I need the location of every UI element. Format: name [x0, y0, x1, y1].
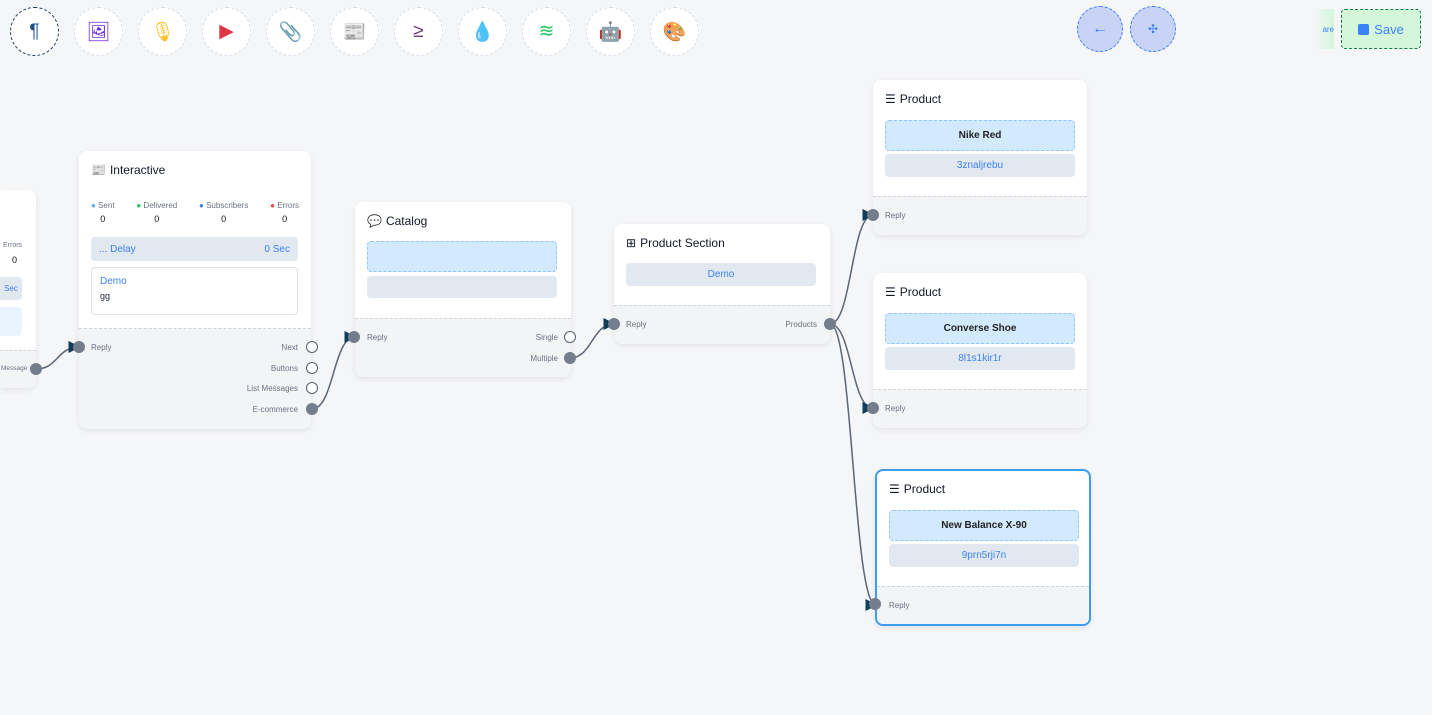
toolbar-button-paragraph[interactable]: ¶ — [10, 7, 59, 56]
hidden-button[interactable]: are — [1312, 9, 1334, 49]
palette-icon: 🎨 — [662, 21, 687, 43]
table-icon: ⊞ — [626, 236, 637, 250]
product-node[interactable]: ☰Product Nike Red 3znaljrebu Reply — [873, 80, 1087, 235]
catalog-item[interactable] — [367, 241, 557, 272]
edge — [829, 323, 878, 611]
toolbar-button-microphone[interactable]: 🎙 — [138, 7, 187, 56]
section-item[interactable]: Demo — [626, 263, 816, 286]
edge — [35, 341, 81, 370]
arrow-left-icon: ← — [1092, 20, 1108, 37]
output-handle[interactable] — [30, 363, 42, 375]
input-handle[interactable] — [348, 331, 360, 343]
toolbar-button-greater-equal[interactable]: ≥ — [394, 7, 443, 56]
output-handle-list-messages[interactable] — [306, 382, 318, 394]
microphone-icon: 🎙 — [150, 21, 175, 43]
youtube-icon: ▶ — [219, 21, 234, 42]
edge — [569, 318, 616, 359]
output-handle-next[interactable] — [306, 341, 318, 353]
collapse-button[interactable]: ✣ — [1130, 6, 1176, 52]
delay-bar[interactable]: Sec — [0, 277, 22, 300]
compress-icon: ✣ — [1147, 22, 1159, 36]
edge — [311, 331, 357, 410]
toolbar-button-robot[interactable]: 🤖 — [586, 7, 635, 56]
product-code[interactable]: 8l1s1kir1r — [885, 347, 1075, 370]
output-handle-single[interactable] — [564, 331, 576, 343]
toolbar-button-palette[interactable]: 🎨 — [650, 7, 699, 56]
partial-node[interactable]: Errors 0 Sec Message — [0, 190, 36, 388]
output-handle-multiple[interactable] — [564, 352, 576, 364]
product-node[interactable]: ☰Product New Balance X-90 9prn5rji7n Rep… — [875, 469, 1091, 626]
output-handle-buttons[interactable] — [306, 361, 318, 374]
newspaper-icon: 📰 — [91, 163, 106, 177]
toolbar-button-stack[interactable]: ≋ — [522, 7, 571, 56]
stack-icon: ≋ — [538, 21, 555, 42]
toolbar-button-paperclip[interactable]: 📎 — [266, 7, 315, 56]
output-handle-products[interactable] — [824, 318, 836, 330]
edge — [829, 323, 875, 414]
stat-icon: ● — [270, 201, 275, 210]
input-handle[interactable] — [867, 209, 879, 221]
input-handle[interactable] — [73, 341, 85, 353]
stat-icon: ● — [91, 201, 96, 210]
product-code[interactable]: 3znaljrebu — [885, 154, 1075, 177]
bars-icon: ☰ — [885, 285, 896, 299]
paperclip-icon: 📎 — [278, 21, 303, 43]
product-section-node[interactable]: ⊞Product Section Demo Reply Products — [614, 224, 830, 344]
stat-icon: ● — [136, 201, 142, 210]
paragraph-icon: ¶ — [29, 20, 40, 42]
catalog-code[interactable] — [367, 276, 557, 298]
toolbar-button-youtube[interactable]: ▶ — [202, 7, 251, 56]
image-icon: 🖼 — [86, 21, 111, 43]
toolbar-button-image[interactable]: 🖼 — [74, 7, 123, 56]
stat-icon: ● — [199, 201, 204, 210]
input-handle[interactable] — [608, 318, 620, 330]
product-name[interactable]: New Balance X-90 — [889, 510, 1079, 541]
greater-equal-icon: ≥ — [413, 20, 424, 42]
floppy-disk-icon — [1358, 23, 1370, 35]
product-code[interactable]: 9prn5rji7n — [889, 544, 1079, 567]
back-button[interactable]: ← — [1077, 6, 1123, 52]
bars-icon: ☰ — [885, 92, 896, 106]
comment-icon: 💬 — [367, 214, 382, 228]
toolbar-button-droplet[interactable]: 💧 — [458, 7, 507, 56]
product-node[interactable]: ☰Product Converse Shoe 8l1s1kir1r Reply — [873, 273, 1087, 428]
product-name[interactable]: Converse Shoe — [885, 313, 1075, 344]
edge — [829, 209, 875, 325]
toolbar-button-newspaper[interactable]: 📰 — [330, 7, 379, 56]
save-button[interactable]: Save — [1341, 9, 1421, 49]
droplet-icon: 💧 — [470, 21, 495, 43]
input-handle[interactable] — [869, 598, 881, 610]
card[interactable] — [0, 307, 22, 336]
catalog-node[interactable]: 💬Catalog Reply Single Multiple — [355, 202, 571, 377]
robot-icon: 🤖 — [598, 21, 623, 43]
bars-icon: ☰ — [889, 482, 900, 496]
output-handle-e-commerce[interactable] — [306, 402, 318, 415]
newspaper-icon: 📰 — [342, 21, 367, 43]
product-name[interactable]: Nike Red — [885, 120, 1075, 151]
message-card[interactable]: Demo gg — [91, 267, 298, 315]
input-handle[interactable] — [867, 402, 879, 414]
